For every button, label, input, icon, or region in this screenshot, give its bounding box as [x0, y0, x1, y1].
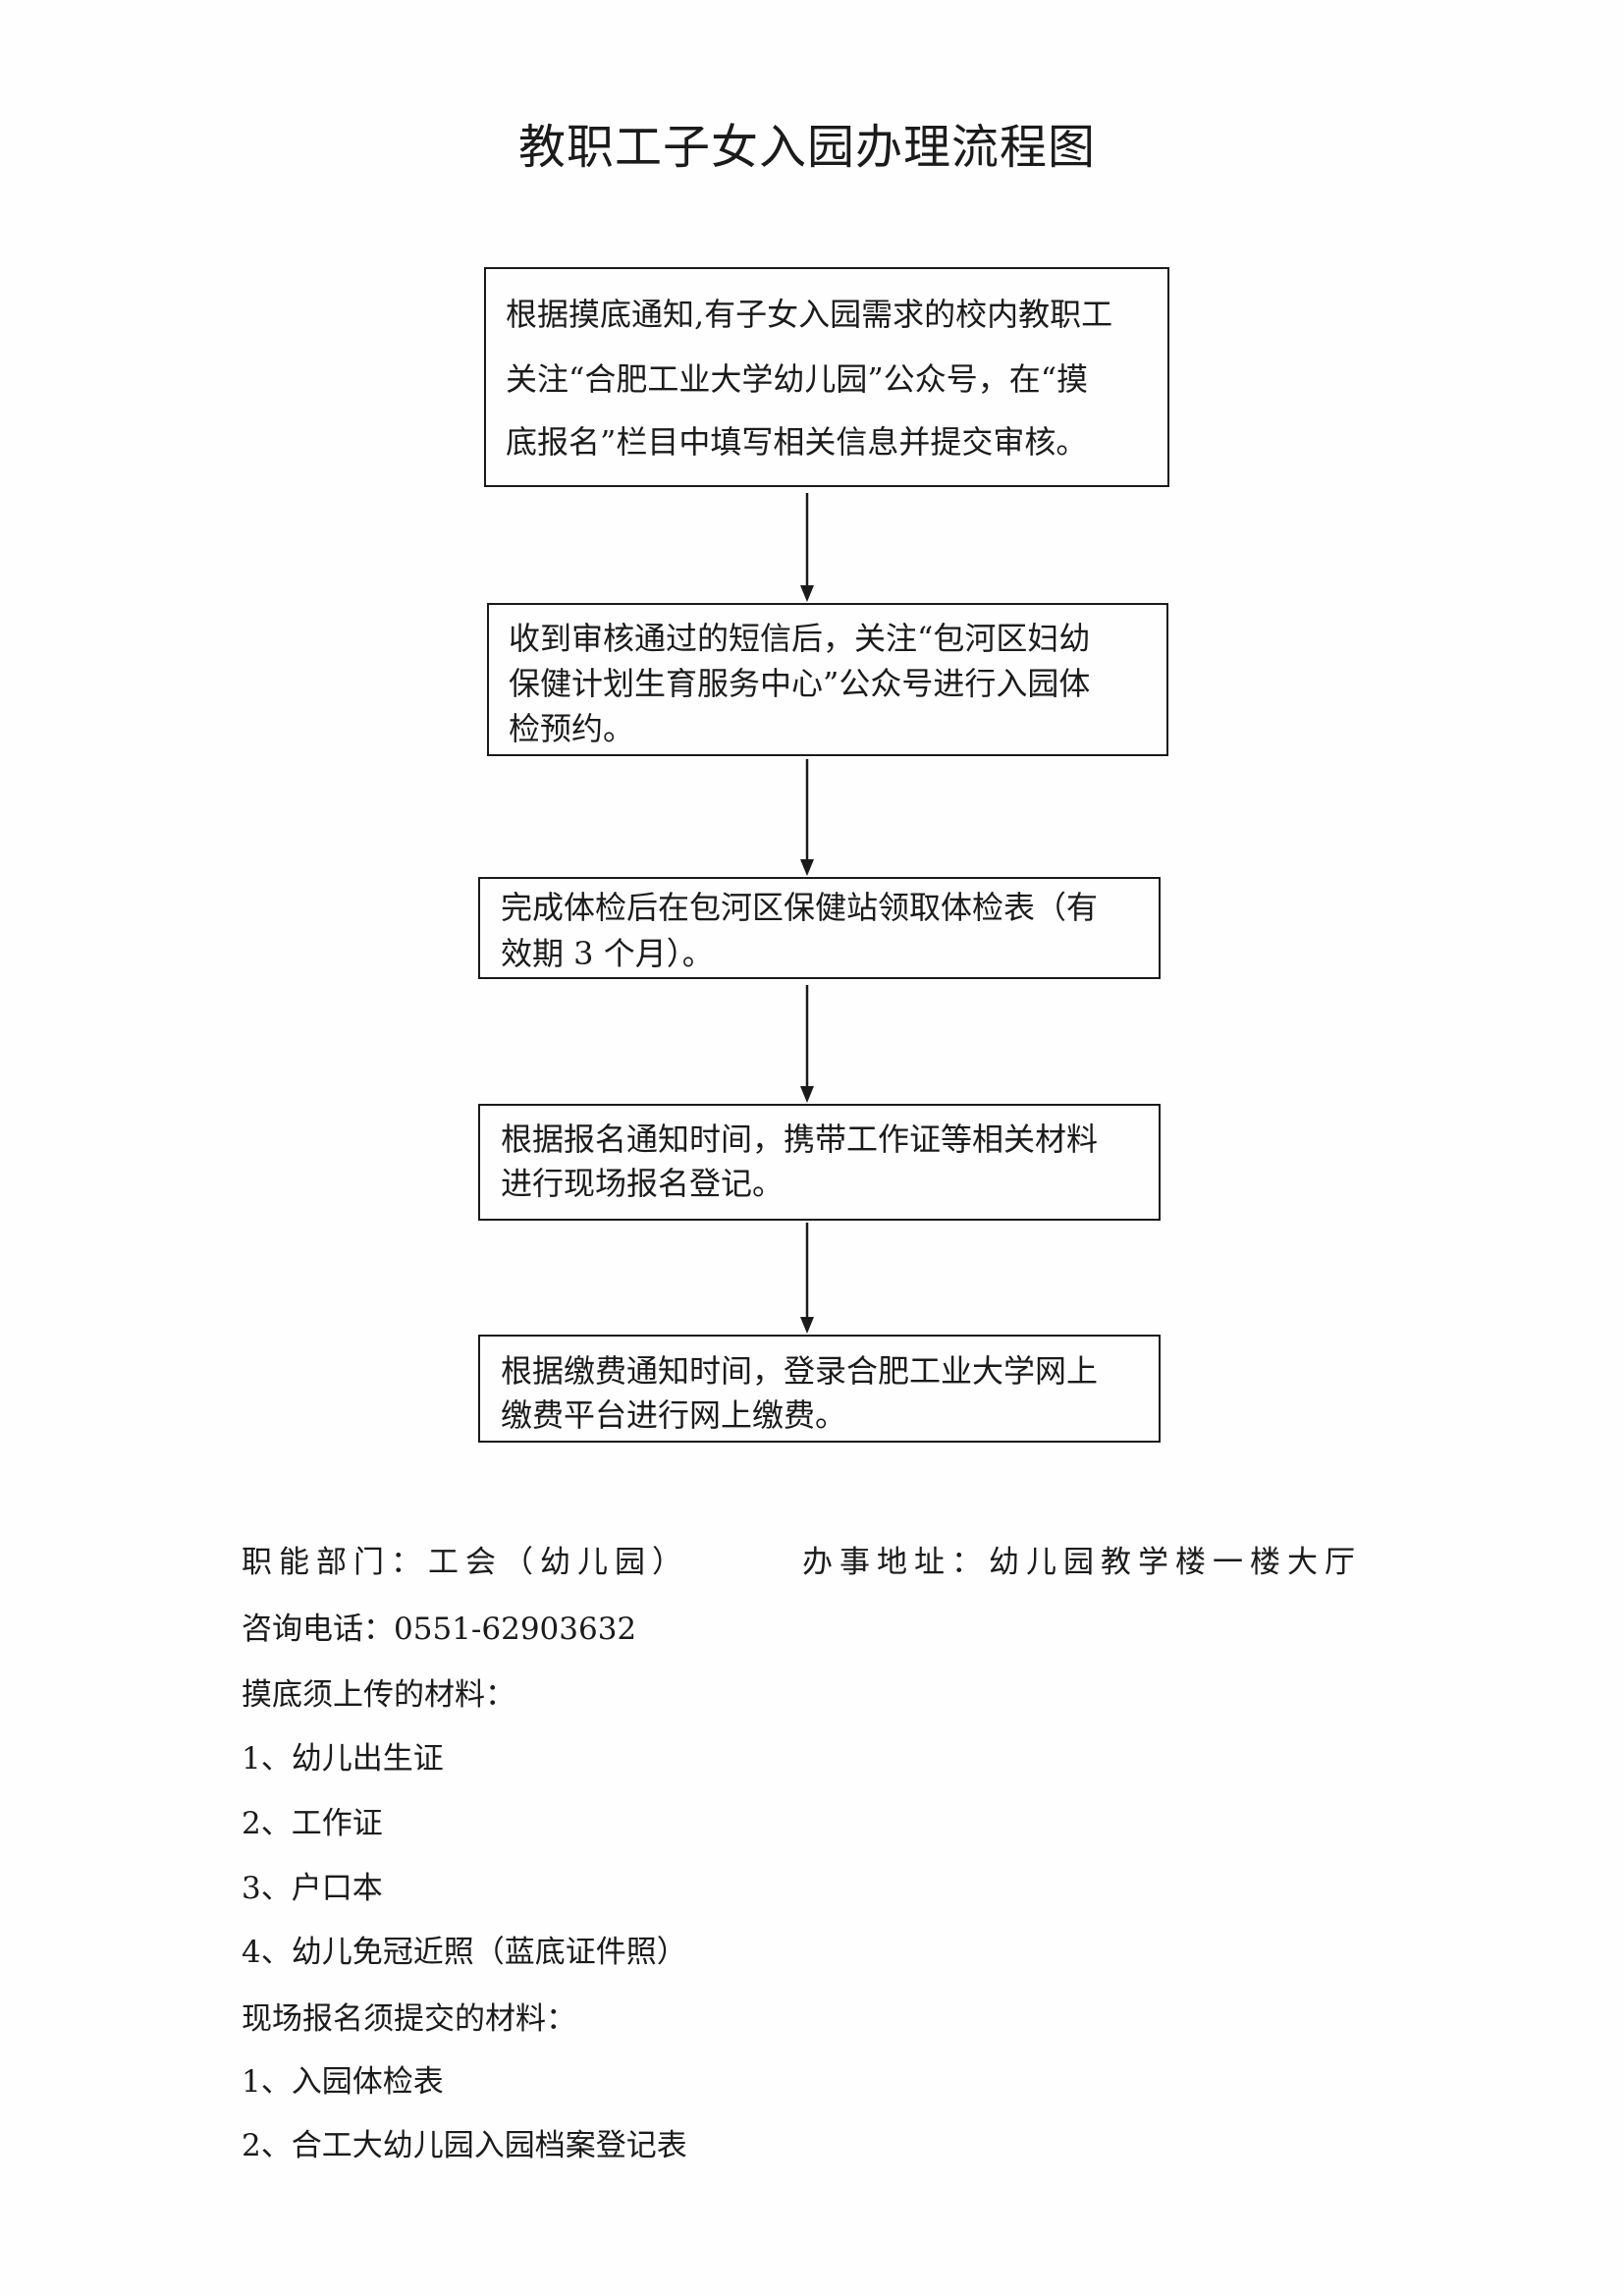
flow-step-2-line: 检预约。: [509, 710, 635, 747]
survey-material-item: 4、幼儿免冠近照（蓝底证件照）: [242, 1935, 687, 1970]
flow-step-3-line: 完成体检后在包河区保健站领取体检表（有: [501, 889, 1099, 926]
flow-step-3-box: 完成体检后在包河区保健站领取体检表（有 效期 3 个月）。: [478, 877, 1161, 979]
phone-label: 咨询电话：0551-62903632: [242, 1612, 637, 1647]
flow-step-1-line: 底报名”栏目中填写相关信息并提交审核。: [506, 423, 1088, 461]
flow-arrow-2: [800, 759, 814, 876]
survey-materials-heading: 摸底须上传的材料：: [242, 1677, 515, 1713]
flow-step-1-line: 关注“合肥工业大学幼儿园”公众号，在“摸: [506, 360, 1089, 398]
flow-arrow-4: [800, 1223, 814, 1334]
onsite-materials-heading: 现场报名须提交的材料：: [242, 2001, 576, 2037]
address-label: 办事地址：幼儿园教学楼一楼大厅: [802, 1545, 1362, 1580]
onsite-material-item: 1、入园体检表: [242, 2064, 444, 2100]
flow-step-5-line: 缴费平台进行网上缴费。: [501, 1396, 847, 1434]
flow-arrow-3: [800, 985, 814, 1103]
flow-step-4-box: 根据报名通知时间，携带工作证等相关材料 进行现场报名登记。: [478, 1104, 1161, 1221]
flow-step-1-box: 根据摸底通知,有子女入园需求的校内教职工 关注“合肥工业大学幼儿园”公众号，在“…: [484, 267, 1169, 487]
survey-material-item: 1、幼儿出生证: [242, 1741, 444, 1777]
page-title: 教职工子女入园办理流程图: [517, 120, 1096, 175]
flow-step-4-line: 进行现场报名登记。: [501, 1165, 785, 1202]
survey-material-item: 2、工作证: [242, 1806, 383, 1841]
flow-step-5-box: 根据缴费通知时间，登录合肥工业大学网上 缴费平台进行网上缴费。: [478, 1335, 1161, 1443]
flow-arrow-1: [800, 493, 814, 602]
survey-material-item: 3、户口本: [242, 1871, 383, 1906]
flow-step-2-line: 收到审核通过的短信后，关注“包河区妇幼: [509, 620, 1091, 657]
flow-step-2-line: 保健计划生育服务中心”公众号进行入园体: [509, 665, 1091, 702]
flow-step-5-line: 根据缴费通知时间，登录合肥工业大学网上: [501, 1352, 1099, 1390]
flow-step-2-box: 收到审核通过的短信后，关注“包河区妇幼 保健计划生育服务中心”公众号进行入园体 …: [487, 603, 1168, 756]
flow-step-3-line: 效期 3 个月）。: [501, 935, 714, 972]
flow-step-1-line: 根据摸底通知,有子女入园需求的校内教职工: [506, 296, 1113, 333]
department-label: 职能部门：工会（幼儿园）: [242, 1545, 689, 1580]
onsite-material-item: 2、合工大幼儿园入园档案登记表: [242, 2128, 687, 2163]
flow-step-4-line: 根据报名通知时间，携带工作证等相关材料: [501, 1121, 1099, 1158]
